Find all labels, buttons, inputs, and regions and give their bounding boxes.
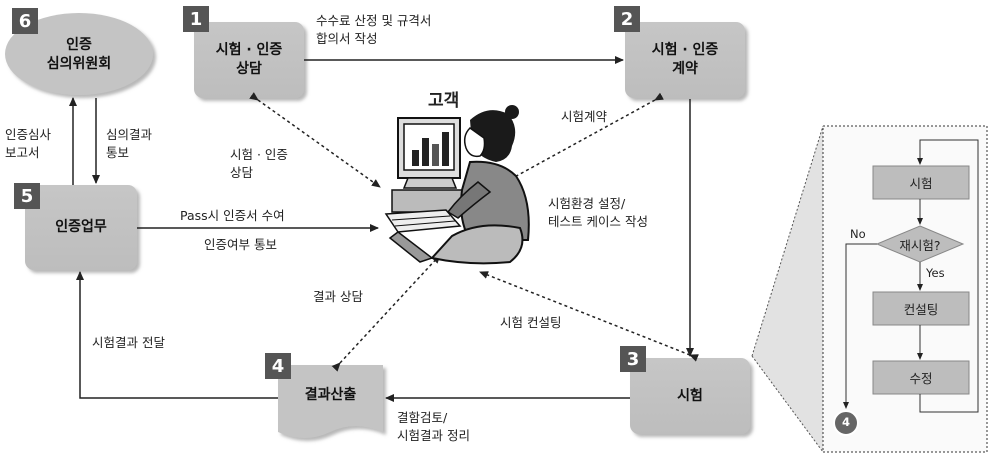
inset-consulting-box — [872, 291, 970, 326]
fee-label-line1: 수수료 산정 및 규격서 — [316, 13, 432, 28]
notify-label: 인증여부 통보 — [204, 237, 277, 252]
step2-line1: 시험 · 인증 — [651, 42, 719, 59]
env-label: 시험환경 설정/ 테스트 케이스 작성 — [548, 195, 648, 231]
step1-label: 시험 · 인증 상담 — [194, 22, 304, 98]
inset-loop-back — [917, 139, 979, 413]
step6-number: 6 — [12, 8, 38, 34]
inset-consulting-label: 컨설팅 — [903, 302, 939, 317]
env-label-line1: 시험환경 설정/ — [548, 196, 626, 211]
step2-label: 시험 · 인증 계약 — [625, 22, 745, 98]
consult-label-line2: 상담 — [230, 165, 254, 181]
step1-line2: 상담 — [236, 61, 262, 77]
dashed-1-customer — [249, 92, 381, 188]
dashed-4-customer — [331, 254, 441, 372]
arrow-4-to-5 — [76, 271, 278, 399]
customer-label: 고객 — [428, 91, 460, 111]
step6-ellipse — [5, 13, 153, 95]
review-result-line2: 통보 — [106, 145, 130, 161]
consult-label: 시험 · 인증 상담 — [230, 146, 288, 182]
inset-yes-label: Yes — [926, 266, 945, 280]
step5-box — [25, 185, 137, 270]
consulting-label: 시험 컨설팅 — [500, 315, 562, 330]
review-label-line1: 결함검토/ — [397, 410, 448, 425]
review-label: 결함검토/ 시험결과 정리 — [397, 409, 470, 445]
inset-no-label: No — [850, 227, 866, 241]
fee-label: 수수료 산정 및 규격서 합의서 작성 — [316, 12, 431, 48]
step4-label: 결과산출 — [278, 365, 383, 425]
step3-line1: 시험 — [677, 387, 703, 404]
step1-line1: 시험 · 인증 — [215, 42, 283, 59]
inset-no-branch — [843, 243, 877, 409]
step4-document — [278, 365, 383, 438]
step3-label: 시험 — [630, 358, 750, 434]
inset-fix-box — [872, 360, 970, 395]
fee-label-line2: 합의서 작성 — [316, 31, 378, 47]
env-label-line2: 테스트 케이스 작성 — [548, 214, 648, 230]
step3-number: 3 — [620, 346, 646, 372]
consult-label-line1: 시험 · 인증 — [230, 147, 288, 162]
inset-retest-label: 재시험? — [899, 237, 941, 253]
dashed-3-customer — [479, 271, 699, 362]
step2-line2: 계약 — [672, 61, 698, 77]
report-label-line2: 보고서 — [5, 145, 40, 161]
result-consult-label: 결과 상담 — [313, 289, 363, 304]
pass-label: Pass시 인증서 수여 — [180, 208, 285, 223]
customer-illustration — [384, 105, 530, 265]
report-label-line1: 인증심사 — [5, 127, 52, 142]
step5-line1: 인증업무 — [55, 219, 107, 236]
step6-line1: 인증 — [66, 37, 92, 54]
step4-line1: 결과산출 — [304, 386, 357, 403]
step5-number: 5 — [14, 183, 40, 209]
transfer-label: 시험결과 전달 — [92, 335, 165, 350]
step1-box — [194, 22, 304, 98]
step1-number: 1 — [183, 6, 209, 32]
step6-line2: 심의위원회 — [46, 56, 112, 72]
step4-number: 4 — [265, 353, 291, 379]
step6-label: 인증 심의위원회 — [5, 14, 153, 96]
inset-goto-circle — [833, 410, 859, 436]
review-result-label: 심의결과 통보 — [106, 126, 152, 162]
inset-goto-label: 4 — [841, 415, 850, 429]
inset-fix-label: 수정 — [909, 371, 933, 386]
inset-test-label: 시험 — [909, 176, 933, 191]
step3-box — [630, 358, 750, 434]
step2-box — [625, 22, 745, 98]
report-label: 인증심사 보고서 — [5, 126, 51, 162]
contract-label: 시험계약 — [561, 109, 608, 124]
step2-number: 2 — [614, 6, 640, 32]
zoom-wedge — [752, 126, 823, 452]
review-label-line2: 시험결과 정리 — [397, 428, 470, 444]
step5-label: 인증업무 — [25, 185, 137, 270]
inset-test-box — [872, 165, 970, 200]
review-result-line1: 심의결과 — [106, 127, 153, 142]
